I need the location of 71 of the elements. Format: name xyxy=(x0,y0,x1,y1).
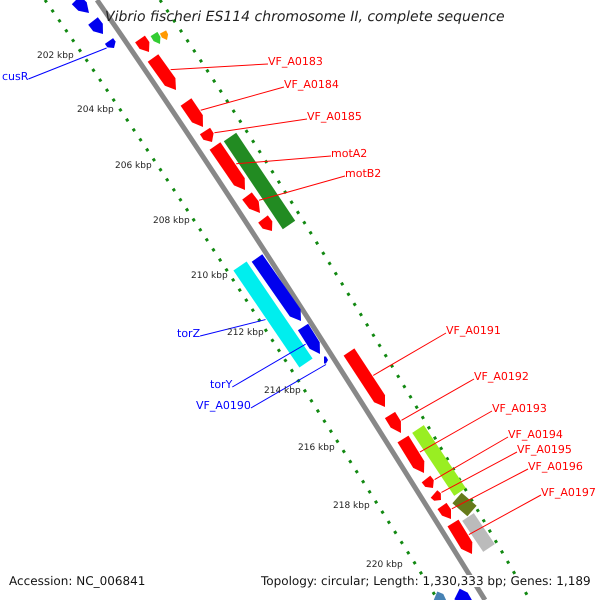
gene-label: torZ xyxy=(177,328,200,339)
gene-feature xyxy=(148,54,176,90)
gene-feature xyxy=(135,36,150,52)
scale-label: 206 kbp xyxy=(115,162,152,171)
scale-label: 218 kbp xyxy=(333,502,370,511)
gene-label: VF_A0185 xyxy=(307,111,362,122)
gene-feature xyxy=(422,476,434,488)
gene-label: VF_A0191 xyxy=(446,325,501,336)
gene-feature xyxy=(210,142,245,190)
leader-line xyxy=(170,64,268,70)
scale-label: 212 kbp xyxy=(227,329,264,338)
gene-feature xyxy=(242,192,260,213)
gene-feature xyxy=(160,30,168,40)
scale-label: 204 kbp xyxy=(77,106,114,115)
footer-text: Accession: NC_006841 xyxy=(9,575,146,587)
leader-line xyxy=(434,436,508,480)
leader-line xyxy=(214,118,308,134)
gene-feature xyxy=(324,356,328,364)
scale-label: 208 kbp xyxy=(153,217,190,226)
gene-label: VF_A0196 xyxy=(528,461,583,472)
gene-feature xyxy=(344,348,385,407)
gene-label: motB2 xyxy=(345,168,382,179)
scale-label: 216 kbp xyxy=(298,444,335,453)
gene-label: VF_A0195 xyxy=(517,444,572,455)
gene-feature xyxy=(150,32,160,44)
gene-label: torY xyxy=(210,379,232,390)
gene-feature xyxy=(104,38,116,48)
leader-line xyxy=(200,86,284,111)
gene-label: VF_A0194 xyxy=(508,429,563,440)
scale-label: 220 kbp xyxy=(366,561,403,570)
scale-label: 202 kbp xyxy=(37,52,74,61)
leader-line xyxy=(468,494,542,536)
leader-line xyxy=(200,319,266,336)
leader-line xyxy=(258,176,346,201)
leader-line xyxy=(236,156,332,164)
gene-feature xyxy=(72,0,89,13)
gene-feature xyxy=(180,98,203,127)
gene-label: VF_A0193 xyxy=(492,403,547,414)
gene-feature xyxy=(398,436,424,473)
gene-feature xyxy=(430,490,441,501)
gene-label: VF_A0190 xyxy=(196,400,251,411)
gene-feature xyxy=(298,324,320,354)
gene-feature xyxy=(258,215,272,231)
gene-label: VF_A0183 xyxy=(268,56,323,67)
scale-label: 210 kbp xyxy=(191,272,228,281)
gene-label: VF_A0184 xyxy=(284,79,339,90)
gene-feature xyxy=(200,128,214,142)
gene-label: cusR xyxy=(2,71,28,82)
leader-line xyxy=(451,468,528,510)
map-title: Vibrio fischeri ES114 chromosome II, complete sequence xyxy=(104,10,506,24)
leader-line xyxy=(440,452,518,493)
gene-bar xyxy=(452,492,477,516)
gene-feature xyxy=(432,592,447,600)
gene-feature xyxy=(384,412,401,433)
gene-bar xyxy=(412,425,466,496)
leader-line xyxy=(419,410,492,453)
gene-feature xyxy=(252,254,301,321)
gene-feature xyxy=(448,520,472,554)
gene-bar xyxy=(462,513,495,552)
leader-line xyxy=(400,378,474,421)
leader-line xyxy=(232,344,306,388)
leader-line xyxy=(372,332,446,376)
scale-label: 214 kbp xyxy=(264,387,301,396)
footer-text: Topology: circular; Length: 1,330,333 bp; Genes: 1,189 xyxy=(261,575,591,587)
gene-feature xyxy=(88,17,103,34)
gene-label: motA2 xyxy=(331,148,368,159)
gene-label: VF_A0192 xyxy=(474,371,529,382)
gene-label: VF_A0197 xyxy=(541,487,596,498)
gene-bar xyxy=(224,132,296,230)
leader-line xyxy=(250,364,326,408)
leader-line xyxy=(28,47,108,80)
